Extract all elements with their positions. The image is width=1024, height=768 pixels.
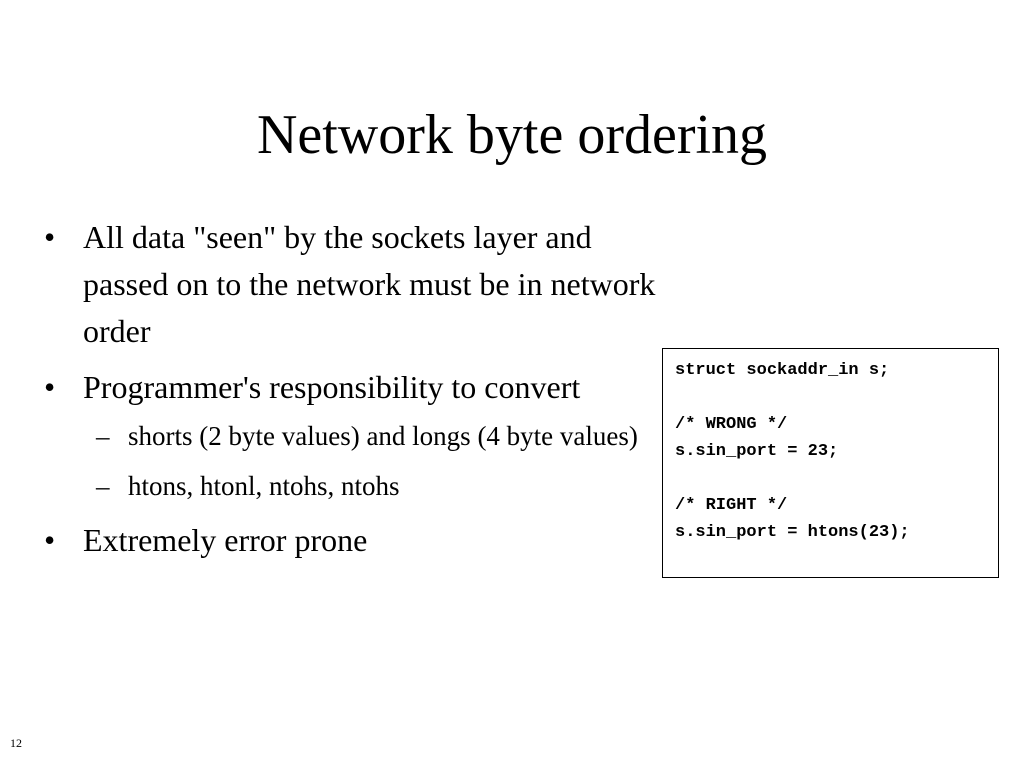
sub-bullet-marker: – [96,421,110,451]
sub-bullet-item: – htons, htonl, ntohs, ntohs [83,467,664,505]
code-line [675,384,988,411]
code-line: /* WRONG */ [675,415,788,434]
slide-title: Network byte ordering [256,104,768,166]
sub-bullet-list: – shorts (2 byte values) and longs (4 by… [83,417,664,505]
code-snippet-box: struct sockaddr_in s; /* WRONG */ s.sin_… [662,348,999,578]
bullet-marker: • [44,369,56,405]
sub-bullet-marker: – [96,471,110,501]
page-number: 12 [10,736,22,750]
code-line: s.sin_port = 23; [675,442,839,461]
sub-bullet-text: shorts (2 byte values) and longs (4 byte… [128,421,638,451]
bullet-text: Extremely error prone [83,522,368,558]
bullet-text: All data "seen" by the sockets layer and… [83,219,656,349]
code-line: struct sockaddr_in s; [675,361,890,380]
code-line: /* RIGHT */ [675,496,788,515]
bullet-item: • Programmer's responsibility to convert… [44,364,664,505]
sub-bullet-item: – shorts (2 byte values) and longs (4 by… [83,417,664,455]
bullet-marker: • [44,219,56,255]
code-line [675,465,988,492]
bullet-item: • Extremely error prone [44,517,664,564]
code-line: s.sin_port = htons(23); [675,523,910,542]
bullet-item: • All data "seen" by the sockets layer a… [44,214,664,355]
sub-bullet-text: htons, htonl, ntohs, ntohs [128,471,400,501]
bullet-list: • All data "seen" by the sockets layer a… [44,214,664,573]
bullet-text: Programmer's responsibility to convert [83,369,581,405]
bullet-marker: • [44,522,56,558]
